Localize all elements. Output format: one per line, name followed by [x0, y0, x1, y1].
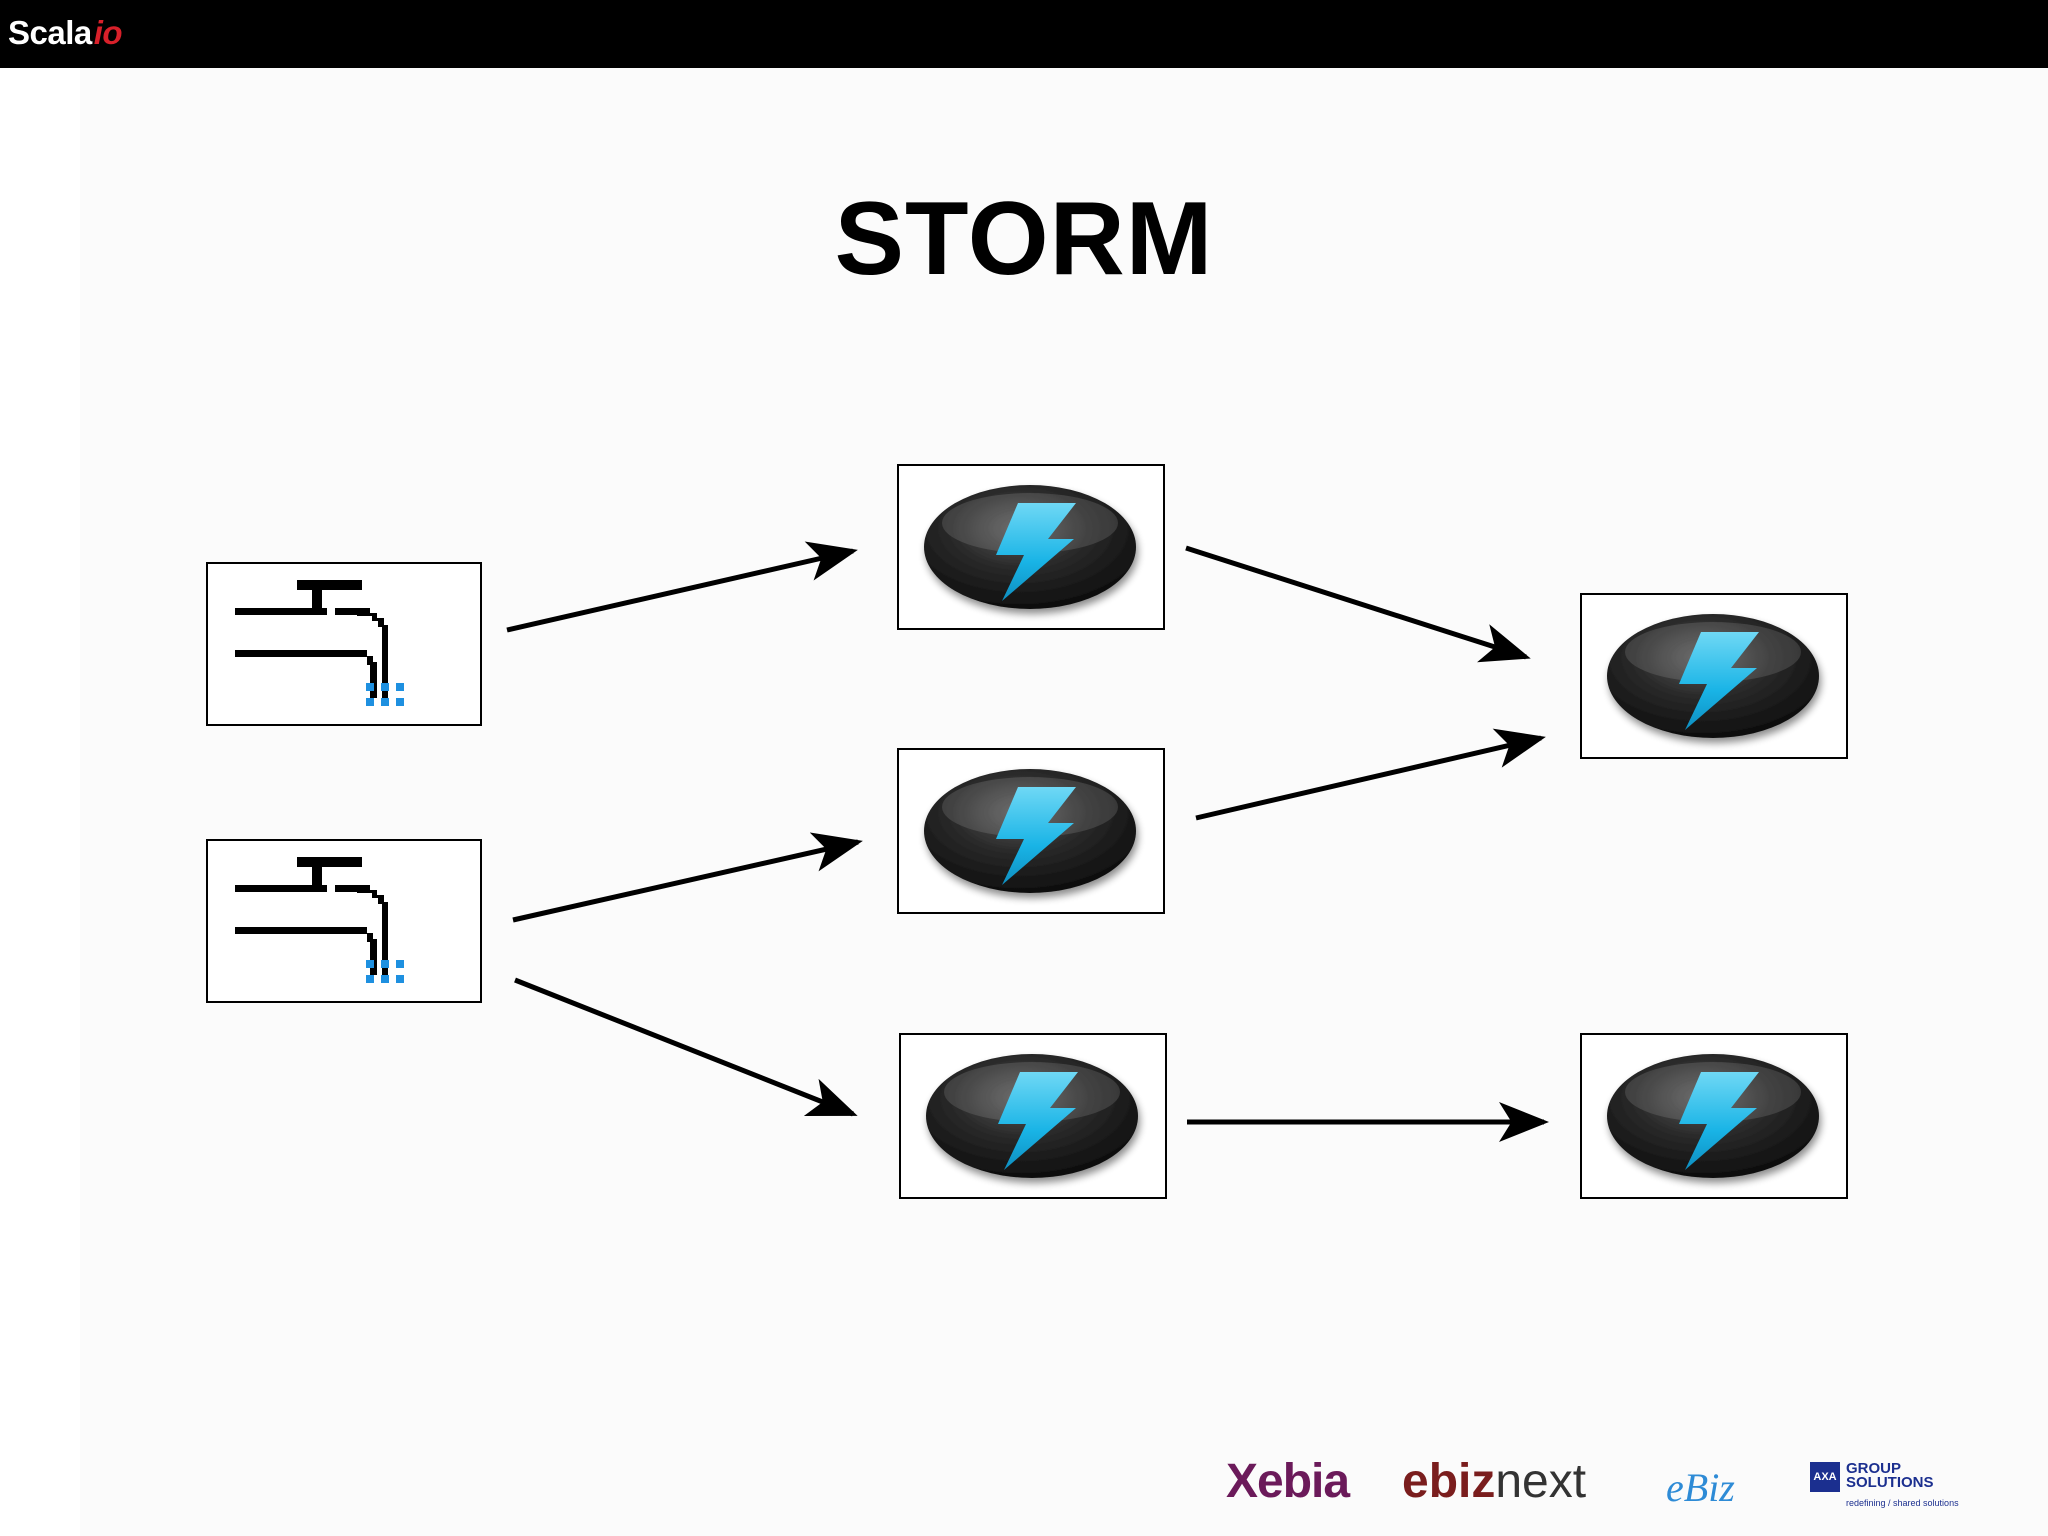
lightning-bolt-icon: [924, 485, 1136, 609]
axa-line1: GROUP: [1846, 1460, 1902, 1477]
spout-node: [206, 562, 482, 726]
xebia-logo: Xebia: [1226, 1454, 1350, 1514]
stream-arrow: [1185, 545, 1531, 663]
spout-node: [206, 839, 482, 1003]
lightning-bolt-icon: [1607, 1054, 1819, 1178]
lightning-bolt-icon: [924, 769, 1136, 893]
lightning-bolt-icon: [1607, 614, 1819, 738]
axa-tagline: redefining / shared solutions: [1846, 1498, 1959, 1508]
bolt-node: [899, 1033, 1167, 1199]
stream-arrow: [514, 977, 858, 1117]
bolt-node: [897, 748, 1165, 914]
bolt-node: [1580, 593, 1848, 759]
ebiznext-logo: ebiznext: [1402, 1454, 1586, 1514]
bolt-node: [897, 464, 1165, 630]
axa-box: AXA: [1810, 1462, 1840, 1492]
axa-line2: SOLUTIONS: [1846, 1474, 1934, 1491]
ebiz-logo: eBiz: [1666, 1464, 1735, 1524]
stream-arrow: [1195, 728, 1546, 821]
ebiznext-light-text: next: [1495, 1455, 1587, 1508]
ebiznext-bold-text: ebiz: [1402, 1455, 1496, 1508]
stream-arrow: [506, 541, 858, 633]
slide-title: STORM: [834, 181, 1214, 297]
brand-main: Scala: [8, 14, 92, 51]
axa-group-solutions-logo: AXA GROUP SOLUTIONS redefining / shared …: [1810, 1460, 1959, 1522]
ebiz-logo-text: eBiz: [1666, 1465, 1735, 1510]
lightning-bolt-icon: [926, 1054, 1138, 1178]
axa-text: GROUP SOLUTIONS redefining / shared solu…: [1846, 1460, 1959, 1510]
brand-accent: io: [93, 14, 123, 51]
bolt-node: [1580, 1033, 1848, 1199]
stream-arrow: [512, 832, 863, 923]
xebia-logo-text: Xebia: [1226, 1455, 1350, 1508]
